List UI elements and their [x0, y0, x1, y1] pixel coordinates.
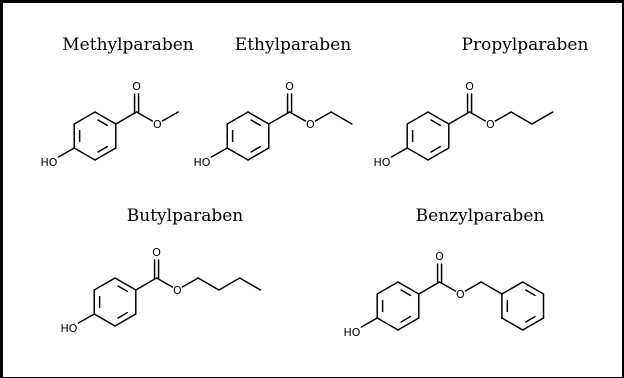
phenyl-ring-bond	[521, 317, 545, 331]
alkyl-chain-bond	[464, 281, 482, 292]
benzene-ring-bond	[406, 111, 429, 125]
aromatic-double-bond	[250, 145, 262, 153]
alkyl-chain-bond	[494, 111, 512, 122]
aromatic-double-bond	[250, 119, 262, 127]
carbonyl-oxygen-label: O	[152, 246, 161, 259]
molecule-name: Propylparaben	[462, 35, 589, 55]
benzene-ring-bond	[94, 147, 117, 161]
hydroxyl-label: HO	[40, 156, 57, 169]
carbonyl-oxygen-label: O	[435, 250, 444, 263]
ester-bond	[155, 277, 174, 288]
aromatic-double-bond	[400, 315, 412, 323]
hydroxyl-bond	[360, 317, 378, 328]
molecule-name: Butylparaben	[127, 206, 244, 226]
aromatic-double-bond	[117, 285, 129, 293]
benzene-ring-bond	[114, 313, 137, 327]
molecule-name: Benzylparaben	[416, 206, 545, 226]
alkyl-chain-bond	[314, 111, 332, 122]
hydroxyl-label: HO	[60, 322, 77, 335]
aromatic-double-bond	[430, 145, 442, 153]
ester-oxygen-label: O	[153, 118, 162, 131]
alkyl-chain-bond	[238, 277, 262, 291]
ester-oxygen-label: O	[306, 118, 315, 131]
benzene-ring-bond	[247, 111, 270, 125]
alkyl-chain-bond	[181, 277, 199, 288]
hydroxyl-label: HO	[373, 156, 390, 169]
ring-carbonyl-bond	[135, 277, 158, 291]
benzene-ring-bond	[427, 147, 450, 161]
benzyl-bond	[480, 281, 503, 295]
benzene-ring-bond	[397, 281, 420, 295]
benzene-ring-bond	[73, 147, 96, 161]
benzene-ring-bond	[73, 111, 96, 125]
benzene-ring-bond	[114, 277, 137, 291]
ring-carbonyl-bond	[268, 111, 291, 125]
carbonyl-oxygen-label: O	[285, 80, 294, 93]
hydroxyl-bond	[57, 147, 75, 158]
hydroxyl-bond	[77, 313, 95, 324]
benzene-ring-bond	[376, 317, 399, 331]
benzene-ring-bond	[247, 147, 270, 161]
carbonyl-oxygen-label: O	[132, 80, 141, 93]
benzene-ring-bond	[94, 111, 117, 125]
phenyl-ring-bond	[501, 281, 524, 295]
alkyl-chain-bond	[218, 277, 241, 291]
ring-carbonyl-bond	[418, 281, 441, 295]
ester-bond	[135, 111, 154, 122]
carbonyl-oxygen-label: O	[465, 80, 474, 93]
aromatic-double-bond	[525, 289, 536, 297]
hydroxyl-bond	[390, 147, 408, 158]
hydroxyl-label: HO	[343, 326, 360, 339]
aromatic-double-bond	[97, 145, 109, 153]
benzene-ring-bond	[226, 147, 249, 161]
alkyl-chain-bond	[531, 111, 554, 125]
aromatic-double-bond	[525, 315, 536, 323]
phenyl-ring-bond	[521, 281, 545, 295]
benzene-ring-bond	[406, 147, 429, 161]
benzene-ring-bond	[226, 111, 249, 125]
ester-oxygen-label: O	[173, 284, 182, 297]
ester-bond	[468, 111, 487, 122]
ester-bond	[288, 111, 307, 122]
ring-carbonyl-bond	[115, 111, 138, 125]
phenyl-ring-bond	[501, 317, 524, 331]
alkyl-chain-bond	[161, 111, 179, 122]
hydroxyl-label: HO	[193, 156, 210, 169]
ester-oxygen-label: O	[486, 118, 495, 131]
benzene-ring-bond	[93, 313, 116, 327]
benzene-ring-bond	[427, 111, 450, 125]
ester-oxygen-label: O	[456, 288, 465, 301]
benzene-ring-bond	[376, 281, 399, 295]
benzene-ring-bond	[93, 277, 116, 291]
alkyl-chain-bond	[330, 111, 353, 125]
molecule-name: Ethylparaben	[235, 35, 351, 55]
aromatic-double-bond	[400, 289, 412, 297]
ester-bond	[438, 281, 457, 292]
molecule-name: Methylparaben	[62, 35, 194, 55]
ring-carbonyl-bond	[448, 111, 471, 125]
alkyl-chain-bond	[197, 277, 220, 291]
aromatic-double-bond	[97, 119, 109, 127]
aromatic-double-bond	[430, 119, 442, 127]
alkyl-chain-bond	[510, 111, 533, 125]
benzene-ring-bond	[397, 317, 420, 331]
hydroxyl-bond	[210, 147, 228, 158]
aromatic-double-bond	[117, 311, 129, 319]
